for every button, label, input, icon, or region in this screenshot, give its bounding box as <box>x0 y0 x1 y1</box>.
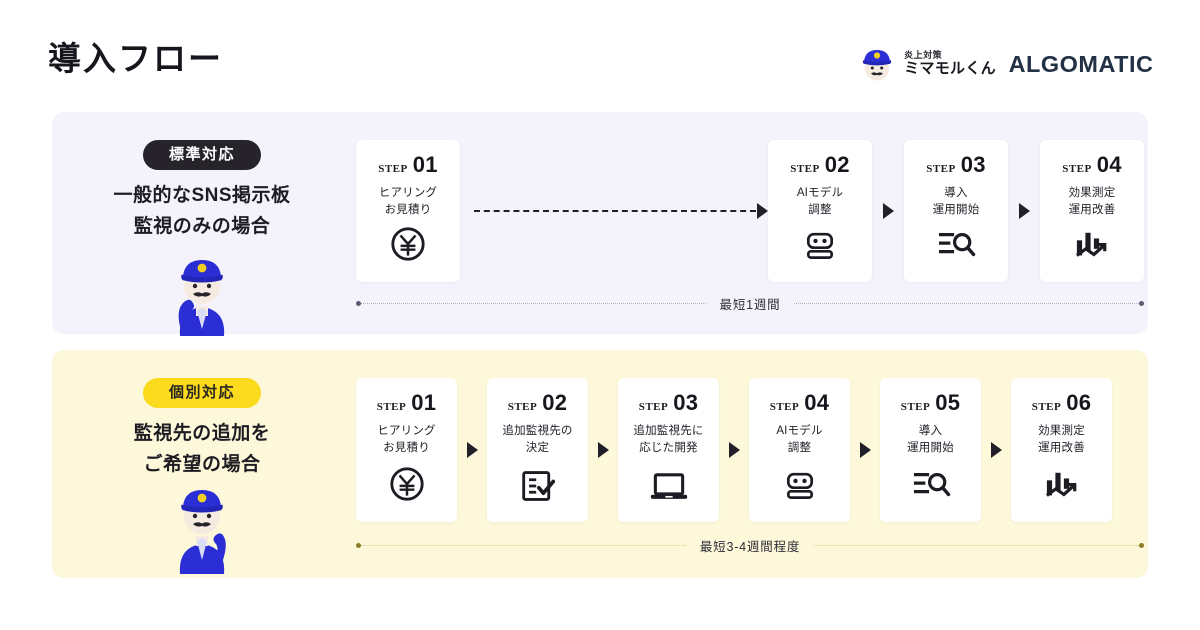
growth-chart-icon <box>1043 469 1081 508</box>
yen-circle-icon <box>388 465 426 508</box>
connector-dashed-arrow <box>460 140 768 282</box>
step-number: STEP 02 <box>790 152 850 177</box>
police-officer-saluting-icon <box>150 240 254 338</box>
step-number: STEP 01 <box>376 390 437 415</box>
step-card[interactable]: STEP 06 効果測定運用改善 <box>1011 378 1112 522</box>
police-officer-pointing-icon <box>150 468 254 576</box>
step-number: STEP 04 <box>1062 152 1122 177</box>
step-number: STEP 04 <box>769 390 830 415</box>
steps-custom: STEP 01 ヒアリングお見積り STEP 02 追加監視先の決定 <box>356 378 1146 522</box>
duration-line-right <box>814 545 1139 546</box>
robot-icon <box>802 227 838 268</box>
step-number: STEP 02 <box>507 390 568 415</box>
duration-label: 最短3-4週間程度 <box>699 540 801 554</box>
step-card[interactable]: STEP 03 追加監視先に応じた開発 <box>618 378 719 522</box>
row-standard-left: 標準対応 一般的なSNS掲示板監視のみの場合 <box>52 112 352 336</box>
step-label: 追加監視先に応じた開発 <box>633 425 704 455</box>
laptop-icon <box>649 472 689 508</box>
step-label: AIモデル調整 <box>796 187 844 217</box>
connector-arrow <box>981 378 1011 522</box>
algomatic-logo: ALGOMATIC <box>1008 50 1154 77</box>
step-label: 追加監視先の決定 <box>502 425 573 455</box>
page-title: 導入フロー <box>48 40 223 77</box>
connector-arrow <box>719 378 749 522</box>
step-number: STEP 03 <box>638 390 699 415</box>
connector-arrow <box>588 378 618 522</box>
connector-arrow <box>850 378 880 522</box>
row-custom-left: 個別対応 監視先の追加をご希望の場合 <box>52 350 352 578</box>
badge-custom: 個別対応 <box>142 378 262 408</box>
duration-line-left <box>361 545 686 546</box>
step-number: STEP 06 <box>1031 390 1092 415</box>
step-card[interactable]: STEP 05 導入運用開始 <box>880 378 981 522</box>
step-label: AIモデル調整 <box>776 425 823 455</box>
row-standard: 標準対応 一般的なSNS掲示板監視のみの場合 <box>52 112 1148 336</box>
list-search-icon <box>936 227 976 268</box>
duration-line-left <box>361 303 706 304</box>
step-number: STEP 05 <box>900 390 961 415</box>
yen-circle-icon <box>389 225 427 268</box>
mimamoru-mascot-icon <box>857 44 897 84</box>
step-card[interactable]: STEP 01 ヒアリングお見積り <box>356 378 457 522</box>
connector-arrow <box>1008 140 1040 282</box>
step-card[interactable]: STEP 04 効果測定運用改善 <box>1040 140 1144 282</box>
duration-label: 最短1週間 <box>719 298 781 312</box>
badge-standard: 標準対応 <box>142 140 262 170</box>
headline-custom: 監視先の追加をご希望の場合 <box>133 423 271 476</box>
duration-dot-left <box>356 301 361 306</box>
mascot-name: ミマモルくん <box>904 59 996 77</box>
duration-dot-right <box>1139 301 1145 306</box>
brand-cluster: 炎上対策 ミマモルくん ALGOMATIC <box>857 44 1154 84</box>
duration-standard: 最短1週間 <box>352 294 1148 313</box>
list-search-icon <box>911 467 951 508</box>
step-card[interactable]: STEP 02 追加監視先の決定 <box>487 378 588 522</box>
duration-line-right <box>794 303 1140 304</box>
step-label: ヒアリングお見積り <box>377 425 436 455</box>
robot-icon <box>782 467 818 508</box>
duration-dot-right <box>1139 543 1144 548</box>
step-label: 効果測定運用改善 <box>1038 425 1085 455</box>
step-label: 効果測定運用改善 <box>1068 187 1116 217</box>
step-card[interactable]: STEP 04 AIモデル調整 <box>749 378 850 522</box>
duration-custom: 最短3-4週間程度 <box>352 536 1148 555</box>
connector-arrow <box>457 378 487 522</box>
step-card[interactable]: STEP 01 ヒアリングお見積り <box>356 140 460 282</box>
duration-dot-left <box>356 543 361 548</box>
step-card[interactable]: STEP 03 導入運用開始 <box>904 140 1008 282</box>
row-standard-right: STEP 01 ヒアリングお見積り STEP 02 A <box>352 112 1148 334</box>
growth-chart-icon <box>1073 229 1111 268</box>
headline-standard: 一般的なSNS掲示板監視のみの場合 <box>113 185 291 238</box>
checklist-icon <box>520 469 556 508</box>
step-number: STEP 03 <box>926 152 986 177</box>
step-label: ヒアリングお見積り <box>378 187 438 217</box>
connector-arrow <box>872 140 904 282</box>
mimamoru-logo: 炎上対策 ミマモルくん <box>857 44 996 84</box>
step-card[interactable]: STEP 02 AIモデル調整 <box>768 140 872 282</box>
row-custom-right: STEP 01 ヒアリングお見積り STEP 02 追加監視先の決定 <box>352 350 1148 578</box>
step-number: STEP 01 <box>378 152 438 177</box>
step-label: 導入運用開始 <box>932 187 980 217</box>
mascot-tagline: 炎上対策 <box>904 50 943 61</box>
row-custom: 個別対応 監視先の追加をご希望の場合 <box>52 350 1148 578</box>
steps-standard: STEP 01 ヒアリングお見積り STEP 02 A <box>356 140 1144 282</box>
page-header: 導入フロー 炎上対策 ミマモルくん <box>0 0 1200 110</box>
step-label: 導入運用開始 <box>907 425 954 455</box>
